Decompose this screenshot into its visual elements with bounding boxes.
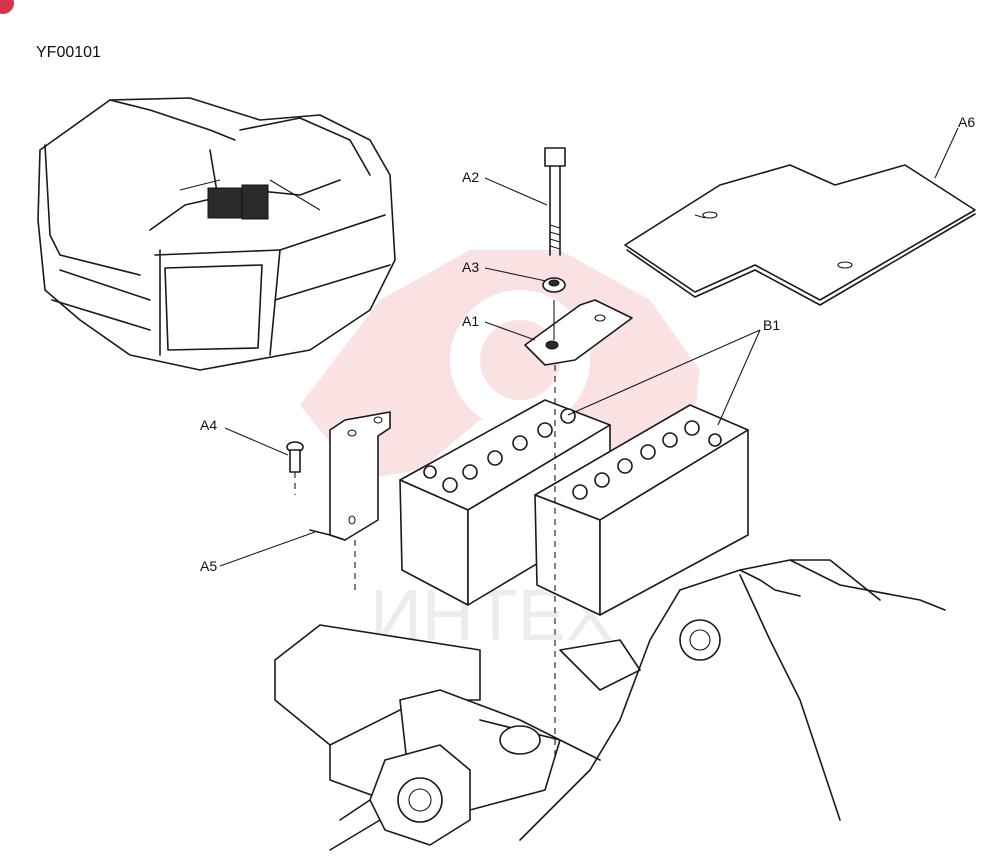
leader-lines	[219, 127, 959, 755]
bolt-a2	[544, 147, 566, 256]
callout-a5: A5	[200, 558, 217, 574]
callout-a2: A2	[462, 169, 479, 185]
bracket-a5	[309, 411, 391, 541]
callout-b1: B1	[763, 317, 780, 333]
bracket-a1	[524, 299, 633, 366]
nut-a3	[542, 277, 566, 293]
callout-a3: A3	[462, 259, 479, 275]
bolt-a4	[286, 441, 304, 473]
machine-upper-body	[37, 97, 396, 371]
callout-a4: A4	[200, 417, 217, 433]
corner-badge	[0, 0, 14, 14]
callout-a6: A6	[958, 114, 975, 130]
drawing-code: YF00101	[36, 44, 101, 61]
callout-a1: A1	[462, 313, 479, 329]
machine-frame	[274, 559, 946, 851]
battery-right	[534, 404, 749, 616]
cover-plate-a6	[624, 164, 976, 306]
